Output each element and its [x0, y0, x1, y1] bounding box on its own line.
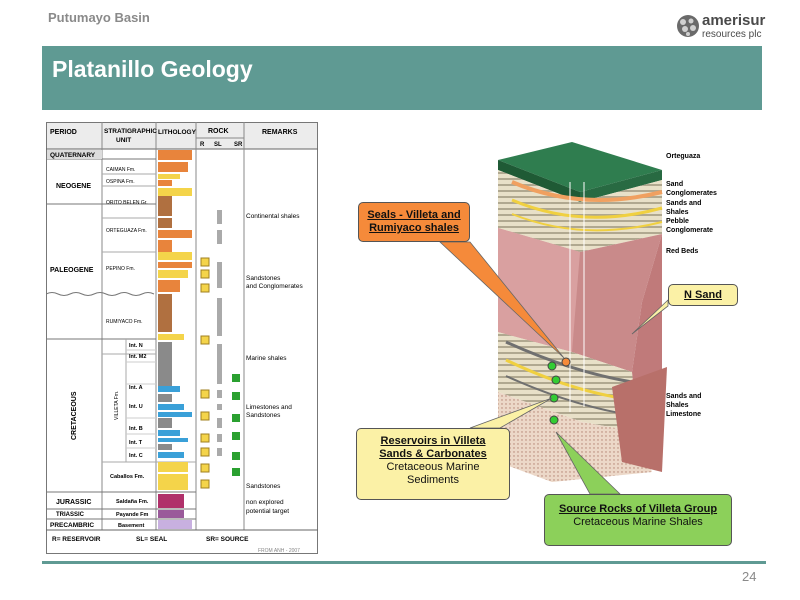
- lithology-column: [158, 150, 192, 529]
- unit-caiman: CAIMAN Fm.: [106, 167, 135, 173]
- remark-continental: Continental shales: [246, 213, 300, 220]
- label-sand: Sand: [666, 181, 683, 188]
- reservoirs-callout: Reservoirs in Villeta Sands & Carbonates…: [356, 428, 510, 500]
- remark-limestones: Limestones and: [246, 404, 292, 411]
- seals-line-2: Rumiyaco shales: [369, 222, 459, 234]
- unit-villeta: VILLETA Fm.: [114, 391, 120, 420]
- legend-seal: SL= SEAL: [136, 536, 167, 543]
- rock-indicators: [200, 210, 240, 489]
- period-cretaceous: CRETACEOUS: [71, 391, 78, 440]
- unit-pepino: PEPINO Fm.: [106, 266, 135, 272]
- seals-callout: Seals - Villeta and Rumiyaco shales: [358, 202, 470, 242]
- interval-c: Int. C: [129, 453, 143, 459]
- interval-b: Int. B: [129, 426, 143, 432]
- interval-t: Int. T: [129, 440, 143, 446]
- remark-sandstones-2: Sandstones: [246, 412, 281, 419]
- remark-potential-target: potential target: [246, 508, 289, 515]
- unit-basement: Basement: [118, 523, 144, 529]
- n-sand-callout: N Sand: [668, 284, 738, 306]
- reservoirs-line-4: Sediments: [407, 474, 459, 486]
- interval-a: Int. A: [129, 385, 143, 391]
- unit-orito-belen: ORITO BELEN Gr.: [106, 200, 148, 206]
- remark-marine-shales: Marine shales: [246, 355, 287, 362]
- header-remarks: REMARKS: [262, 129, 298, 136]
- legend-reservoir: R= RESERVOIR: [52, 536, 101, 543]
- header-r: R: [200, 142, 205, 148]
- label-pebble-conglomerate: Conglomerate: [666, 227, 713, 234]
- header-rock: ROCK: [208, 128, 229, 135]
- header-sr: SR: [234, 142, 243, 148]
- period-jurassic: JURASSIC: [56, 499, 91, 506]
- unit-ospina: OSPINA Fm.: [106, 179, 135, 185]
- n-sand-label: N Sand: [684, 289, 722, 301]
- label-limestone: Limestone: [666, 411, 701, 418]
- label-pebble: Pebble: [666, 218, 689, 225]
- remark-sandstones-3: Sandstones: [246, 483, 281, 490]
- label-shales: Shales: [666, 209, 689, 216]
- logo-globe-icon: [677, 15, 699, 37]
- interval-n: Int. N: [129, 343, 143, 349]
- seals-line-1: Seals - Villeta and: [367, 209, 461, 221]
- company-logo: amerisur resources plc: [676, 12, 776, 42]
- source-rocks-head: Source Rocks of Villeta Group: [558, 503, 718, 515]
- credit-label: FROM ANH - 2007: [258, 548, 300, 554]
- reservoirs-line-1: Reservoirs in Villeta: [380, 435, 486, 447]
- page-number: 24: [742, 569, 757, 584]
- source-rocks-body: Cretaceous Marine Shales: [573, 516, 703, 528]
- title-banner: Platanillo Geology: [42, 46, 762, 110]
- unit-payande: Payande Fm: [116, 512, 149, 518]
- header-lithology: LITHOLOGY: [158, 129, 197, 136]
- unit-saldana: Saldaña Fm.: [116, 499, 149, 505]
- remark-conglomerates: and Conglomerates: [246, 283, 303, 290]
- logo-subword: resources plc: [702, 29, 762, 40]
- remark-sandstones-1: Sandstones: [246, 275, 281, 282]
- unit-orteguaza: ORTEGUAZA Fm.: [106, 228, 147, 234]
- footer-rule: [42, 561, 766, 564]
- period-neogene: NEOGENE: [56, 183, 91, 190]
- interval-m2: Int. M2: [129, 354, 146, 360]
- legend-source: SR= SOURCE: [206, 536, 249, 543]
- label-lower-shales: Shales: [666, 402, 689, 409]
- header-strat-1: STRATIGRAPHIC: [104, 128, 157, 135]
- header-strat-2: UNIT: [116, 137, 131, 144]
- interval-u: Int. U: [129, 404, 143, 410]
- geologic-block-diagram: Orteguaza Sand Conglomerates Sands and S…: [492, 142, 772, 532]
- reservoirs-line-3: Cretaceous Marine: [386, 461, 480, 473]
- source-rocks-callout: Source Rocks of Villeta Group Cretaceous…: [544, 494, 732, 546]
- label-conglomerates: Conglomerates: [666, 190, 717, 197]
- label-red-beds: Red Beds: [666, 248, 698, 255]
- stratigraphic-column: PERIOD STRATIGRAPHIC UNIT LITHOLOGY ROCK…: [45, 122, 318, 554]
- label-orteguaza: Orteguaza: [666, 153, 700, 160]
- label-lower-sands: Sands and: [666, 393, 701, 400]
- logo-word: amerisur: [702, 12, 766, 29]
- reservoirs-line-2: Sands & Carbonates: [379, 448, 487, 460]
- period-paleogene: PALEOGENE: [50, 267, 94, 274]
- unit-rumiyaco: RUMIYACO Fm.: [106, 319, 143, 325]
- period-precambric: PRECAMBRIC: [50, 522, 94, 529]
- unit-caballos: Caballos Fm.: [110, 474, 145, 480]
- label-sands-and: Sands and: [666, 200, 701, 207]
- remark-non-explored: non explored: [246, 499, 284, 506]
- page-title: Platanillo Geology: [52, 56, 253, 82]
- header-sl: SL: [214, 142, 222, 148]
- period-triassic: TRIASSIC: [56, 512, 85, 518]
- section-title: Putumayo Basin: [48, 10, 150, 25]
- header-period: PERIOD: [50, 129, 77, 136]
- period-quaternary: QUATERNARY: [50, 152, 96, 159]
